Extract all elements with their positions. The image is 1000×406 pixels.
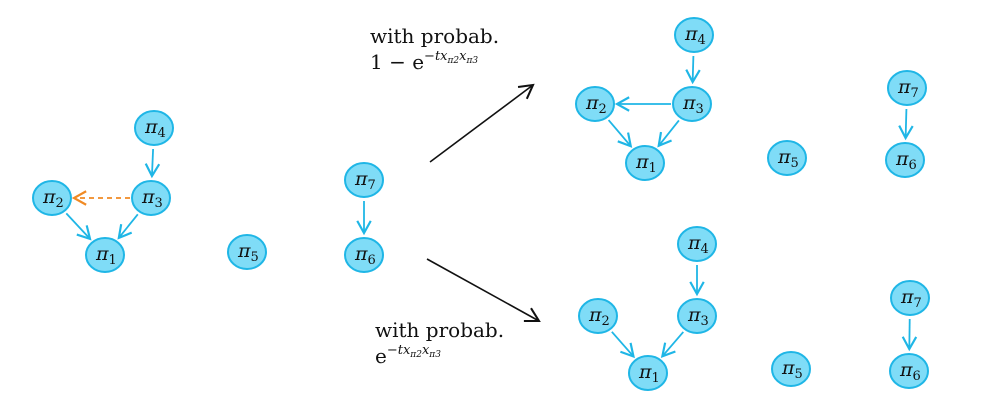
node-lower-pi2: π2: [578, 298, 618, 334]
node-circle: [677, 298, 717, 334]
node-circle: [889, 353, 929, 389]
edge-lower-pi3-to-pi1: [660, 331, 684, 359]
node-upper-pi1: π1: [625, 145, 665, 181]
node-circle: [575, 86, 615, 122]
transition-arrow-upper: [429, 83, 535, 163]
node-left-pi1: π1: [85, 237, 125, 273]
node-circle: [887, 70, 927, 106]
node-circle: [85, 237, 125, 273]
annotation-bottom-line1: with probab.: [375, 318, 505, 342]
node-upper-pi7: π7: [887, 70, 927, 106]
node-lower-pi6: π6: [889, 353, 929, 389]
annotation-bottom-line2: e−txπ2xπ3: [375, 343, 504, 369]
node-lower-pi4: π4: [677, 226, 717, 262]
node-circle: [767, 140, 807, 176]
node-upper-pi3: π3: [672, 86, 712, 122]
node-circle: [674, 17, 714, 53]
node-circle: [672, 86, 712, 122]
node-circle: [885, 142, 925, 178]
node-upper-pi6: π6: [885, 142, 925, 178]
annotation-bottom-prefix: e: [375, 344, 387, 368]
annotation-top-line2: 1 − e−txπ2xπ3: [370, 49, 499, 75]
edge-upper-pi7-to-pi6: [898, 108, 914, 141]
node-circle: [344, 237, 384, 273]
node-upper-pi2: π2: [575, 86, 615, 122]
node-upper-pi5: π5: [767, 140, 807, 176]
node-circle: [628, 355, 668, 391]
annotation-bottom: with probab. e−txπ2xπ3: [375, 318, 504, 369]
annotation-top: with probab. 1 − e−txπ2xπ3: [370, 24, 499, 75]
edge-left-pi3-to-pi1: [117, 213, 139, 240]
node-circle: [131, 180, 171, 216]
node-left-pi5: π5: [227, 234, 267, 270]
edge-left-pi4-to-pi3: [144, 148, 161, 179]
node-circle: [771, 351, 811, 387]
node-lower-pi5: π5: [771, 351, 811, 387]
node-left-pi4: π4: [134, 110, 174, 146]
node-circle: [578, 298, 618, 334]
annotation-top-prefix: 1 − e: [370, 50, 425, 74]
transition-arrows: [426, 83, 541, 323]
node-circle: [344, 162, 384, 198]
node-lower-pi1: π1: [628, 355, 668, 391]
node-lower-pi3: π3: [677, 298, 717, 334]
annotation-bottom-exponent: −txπ2xπ3: [386, 343, 441, 360]
node-circle: [134, 110, 174, 146]
node-circle: [625, 145, 665, 181]
node-left-pi7: π7: [344, 162, 384, 198]
node-left-pi2: π2: [32, 180, 72, 216]
edge-lower-pi2-to-pi1: [611, 331, 635, 359]
edge-upper-pi2-to-pi1: [607, 119, 633, 148]
node-left-pi3: π3: [131, 180, 171, 216]
edge-left-pi2-to-pi1: [65, 212, 92, 241]
edges-layer: [65, 55, 918, 359]
node-circle: [677, 226, 717, 262]
annotation-top-line1: with probab.: [370, 24, 500, 48]
nodes-layer: π1 π2 π3 π4 π5 π6 π7 π1 π2 π3 π4 π5 π6 π7 π1 π2 π3 π4 π5 π6…: [32, 17, 930, 391]
transition-arrow-lower: [426, 258, 541, 323]
edge-upper-pi4-to-pi3: [685, 55, 701, 85]
node-left-pi6: π6: [344, 237, 384, 273]
node-circle: [227, 234, 267, 270]
node-circle: [32, 180, 72, 216]
edge-upper-pi3-to-pi1: [657, 119, 680, 148]
node-upper-pi4: π4: [674, 17, 714, 53]
node-lower-pi7: π7: [890, 280, 930, 316]
annotation-top-exponent: −txπ2xπ3: [424, 49, 479, 66]
node-circle: [890, 280, 930, 316]
